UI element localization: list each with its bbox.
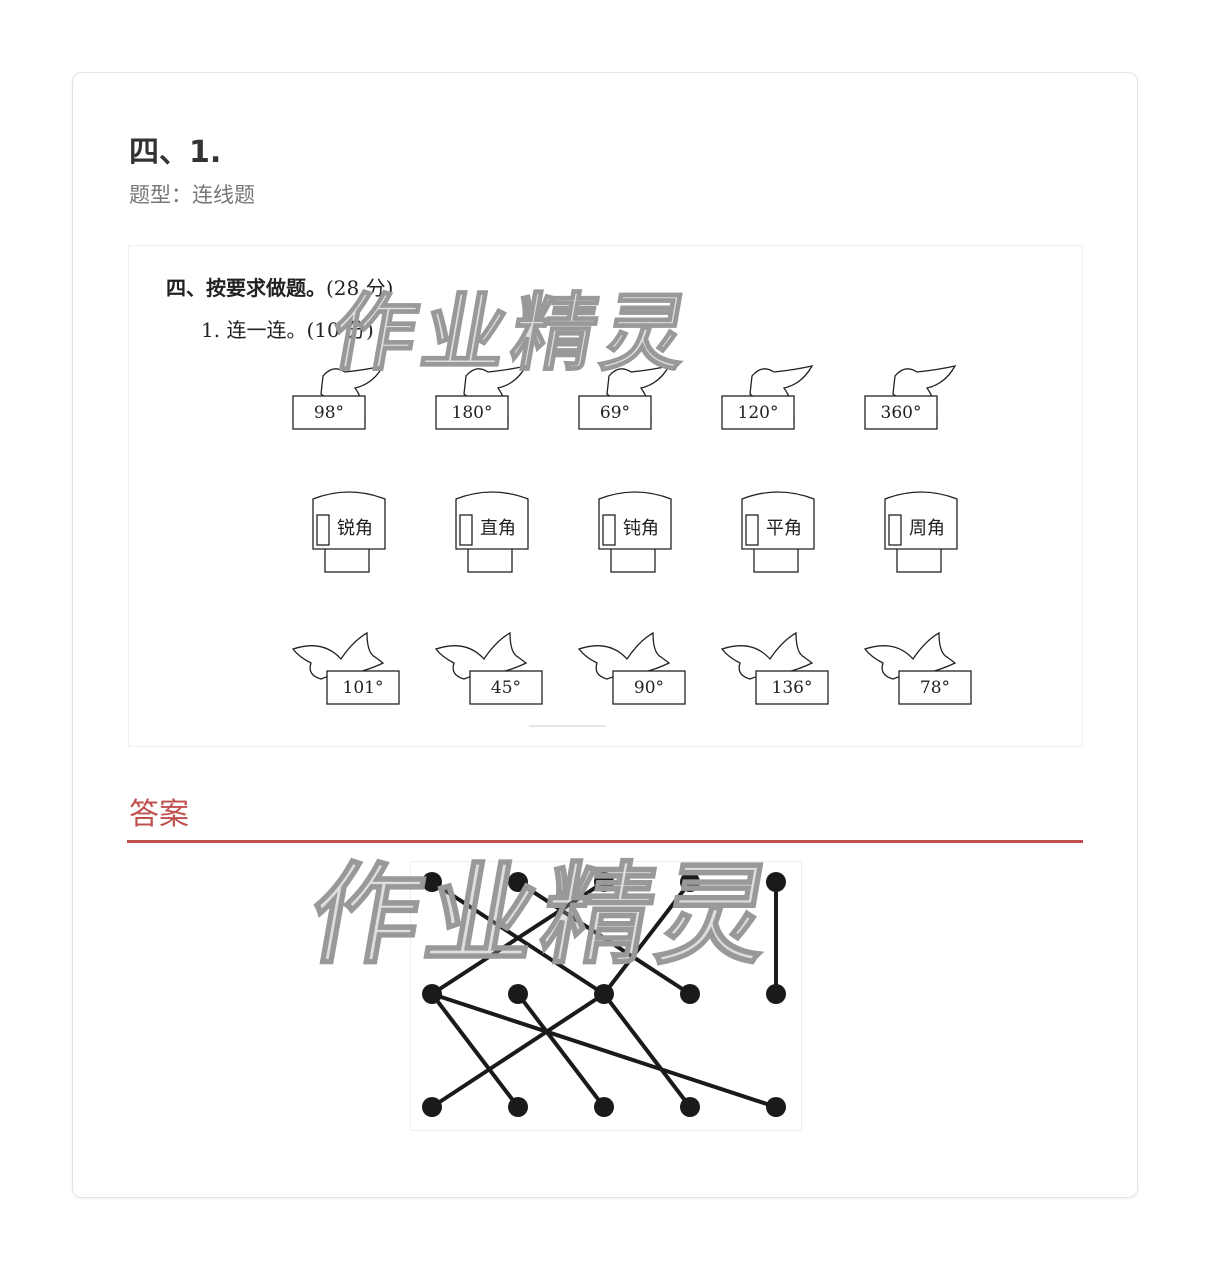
angle-box: [469, 670, 543, 705]
question-number: 四、1.: [129, 135, 222, 170]
bird-icon: 101°: [291, 631, 400, 705]
bird-icon: 120°: [721, 365, 814, 430]
dot: [766, 984, 786, 1004]
angle-label: 136°: [772, 678, 813, 698]
bird-body: [291, 631, 385, 680]
bird-icon: 78°: [863, 631, 972, 705]
angle-box: [578, 395, 652, 430]
question-heading: 四、按要求做题。(28 分): [166, 276, 394, 300]
dot: [680, 1097, 700, 1117]
matching-figure: 98° 180° 69° 120° 360° 锐角 直角 钝角 平角 周角 101° 45° 90° 13…: [291, 365, 972, 727]
mailbox-label: 锐角: [337, 518, 373, 539]
dot: [594, 872, 614, 892]
question-card: 四、1. 题型：连线题 四、按要求做题。(28 分) 1. 连一连。(10 分)…: [72, 72, 1138, 1198]
connection-line: [430, 880, 606, 996]
dot: [766, 1097, 786, 1117]
mailbox-icon: 直角: [455, 491, 529, 573]
bird-icon: 136°: [720, 631, 829, 705]
angle-box: [755, 670, 829, 705]
bird-icon: 90°: [577, 631, 686, 705]
dot: [422, 1097, 442, 1117]
mailbox-icon: 周角: [884, 491, 958, 573]
dot: [680, 872, 700, 892]
angle-label: 98°: [314, 403, 344, 423]
mailbox-icon: 锐角: [312, 491, 386, 573]
mailbox-body: [455, 491, 529, 550]
dot: [508, 1097, 528, 1117]
bird-icon: 180°: [435, 365, 528, 430]
mailbox-label: 平角: [766, 518, 802, 539]
bird-body: [720, 631, 814, 680]
angle-box: [612, 670, 686, 705]
question-type: 题型：连线题: [129, 183, 255, 207]
mailbox-door: [888, 514, 902, 546]
angle-label: 69°: [600, 403, 630, 423]
question-image: 四、按要求做题。(28 分) 1. 连一连。(10 分) 98° 180° 69° 1…: [128, 245, 1083, 747]
angle-box: [435, 395, 509, 430]
mailbox-door: [602, 514, 616, 546]
connection-line: [602, 880, 692, 996]
answer-divider: [127, 840, 1083, 843]
mailbox-door: [745, 514, 759, 546]
connection-line: [431, 992, 777, 1109]
bird-icon: 98°: [292, 365, 385, 430]
mailbox-icon: 钝角: [598, 491, 672, 573]
dot: [766, 872, 786, 892]
dot: [422, 984, 442, 1004]
watermark: 作业精灵: [323, 283, 702, 383]
angle-box: [864, 395, 938, 430]
mailbox-door: [316, 514, 330, 546]
angle-box: [898, 670, 972, 705]
dot: [680, 984, 700, 1004]
mailbox-label: 直角: [480, 518, 516, 539]
angle-label: 78°: [920, 678, 950, 698]
question-subheading: 1. 连一连。(10 分): [201, 318, 374, 342]
connection-line: [516, 992, 606, 1109]
dot: [594, 984, 614, 1004]
connection-line: [430, 992, 606, 1109]
bird-body: [863, 631, 957, 680]
mailbox-body: [741, 491, 815, 550]
bird-icon: 45°: [434, 631, 543, 705]
mailbox-door: [459, 514, 473, 546]
mailbox-icon: 平角: [741, 491, 815, 573]
angle-label: 90°: [634, 678, 664, 698]
connection-line: [516, 880, 692, 996]
dot: [508, 984, 528, 1004]
dot: [508, 872, 528, 892]
answer-title: 答案: [129, 797, 189, 832]
mailbox-body: [312, 491, 386, 550]
angle-label: 120°: [738, 403, 779, 423]
bird-body: [577, 631, 671, 680]
dot: [422, 872, 442, 892]
mailbox-label: 钝角: [623, 518, 659, 539]
dot: [594, 1097, 614, 1117]
angle-label: 45°: [491, 678, 521, 698]
watermark-answer: 作业精灵: [299, 850, 788, 980]
angle-box: [326, 670, 400, 705]
angle-label: 360°: [881, 403, 922, 423]
angle-box: [721, 395, 795, 430]
bird-icon: 69°: [578, 365, 671, 430]
angle-label: 180°: [452, 403, 493, 423]
connection-line: [602, 992, 692, 1109]
angle-label: 101°: [343, 678, 384, 698]
mailbox-body: [598, 491, 672, 550]
bird-icon: 360°: [864, 365, 957, 430]
angle-box: [292, 395, 366, 430]
connection-line: [430, 992, 520, 1109]
answer-figure: [410, 861, 802, 1131]
bird-body: [434, 631, 528, 680]
mailbox-label: 周角: [909, 518, 945, 539]
mailbox-body: [884, 491, 958, 550]
